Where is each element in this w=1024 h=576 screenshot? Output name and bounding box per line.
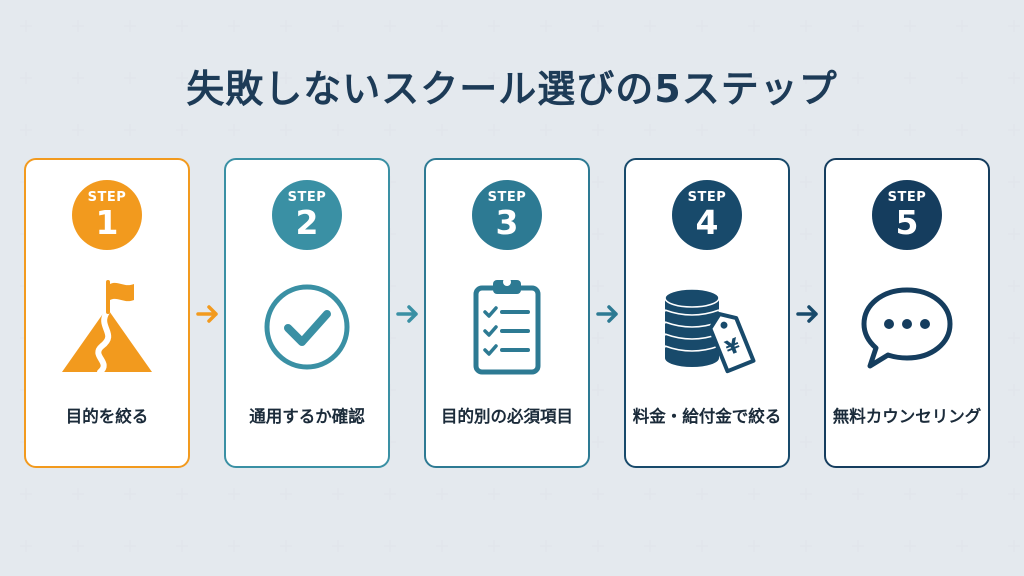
page-title: 失敗しないスクール選びの5ステップ <box>186 67 838 111</box>
step-card-4: STEP 4 ¥ 料金・給付金で絞る <box>624 158 790 468</box>
coins-price-tag-icon: ¥ <box>664 288 756 374</box>
step-label-2: 通用するか確認 <box>249 407 365 426</box>
step-word: STEP <box>687 190 727 205</box>
step-number: 5 <box>895 203 919 242</box>
clipboard-checklist-icon <box>473 278 541 375</box>
step-badge-3: STEP 3 <box>472 180 542 250</box>
step-number: 1 <box>95 203 119 242</box>
arrow-right-icon <box>796 305 818 323</box>
step-badge-2: STEP 2 <box>272 180 342 250</box>
step-card-2: STEP 2 通用するか確認 <box>224 158 390 468</box>
arrow-right-icon <box>396 305 418 323</box>
checkmark-circle-icon <box>264 284 350 370</box>
mountain-flag-icon <box>62 280 152 375</box>
step-card-5: STEP 5 無料カウンセリング <box>824 158 990 468</box>
arrow-right-icon <box>196 305 218 323</box>
step-badge-5: STEP 5 <box>872 180 942 250</box>
step-card-3: STEP 3 目的別の必須項目 <box>424 158 590 468</box>
step-label-4: 料金・給付金で絞る <box>632 407 782 426</box>
step-number: 2 <box>295 203 319 242</box>
step-word: STEP <box>87 190 127 205</box>
step-badge-1: STEP 1 <box>72 180 142 250</box>
step-card-1: STEP 1 目的を絞る <box>24 158 190 468</box>
arrow-right-icon <box>596 305 618 323</box>
step-label-1: 目的を絞る <box>65 407 149 426</box>
step-word: STEP <box>487 190 527 205</box>
step-number: 3 <box>495 203 519 242</box>
step-word: STEP <box>887 190 927 205</box>
step-label-5: 無料カウンセリング <box>832 407 982 426</box>
step-label-3: 目的別の必須項目 <box>441 407 573 426</box>
step-word: STEP <box>287 190 327 205</box>
speech-bubble-icon <box>861 287 953 369</box>
step-number: 4 <box>695 203 719 242</box>
step-badge-4: STEP 4 <box>672 180 742 250</box>
